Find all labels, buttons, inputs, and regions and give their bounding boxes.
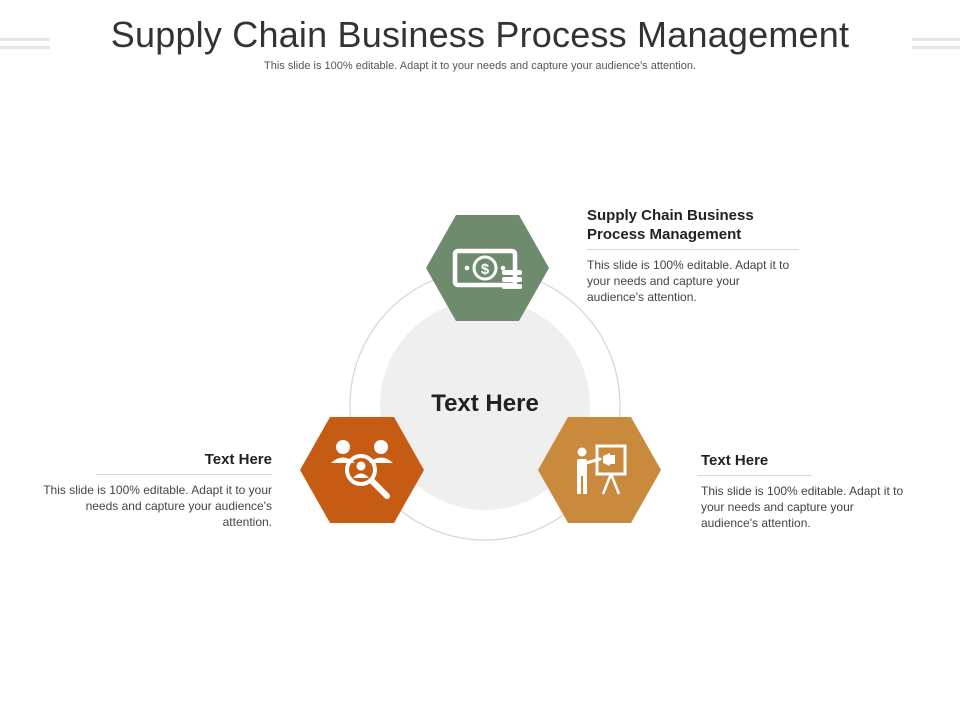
hexagon-top-shape — [426, 215, 549, 321]
center-circle — [380, 300, 590, 510]
text-block-left-body: This slide is 100% editable. Adapt it to… — [43, 483, 272, 529]
center-label: Text Here — [431, 390, 539, 417]
text-block-right-divider — [697, 475, 812, 476]
decorative-lines-left — [0, 38, 50, 54]
text-block-left-divider — [96, 474, 272, 475]
slide-subtitle: This slide is 100% editable. Adapt it to… — [264, 60, 696, 72]
svg-text:$: $ — [481, 261, 490, 278]
hexagon-right[interactable] — [538, 417, 661, 523]
text-block-right: Text Here This slide is 100% editable. A… — [697, 451, 913, 531]
text-block-top-title: Supply Chain Business Process Management — [587, 207, 754, 243]
people-search-icon — [331, 440, 393, 499]
money-icon: $ — [452, 248, 522, 289]
text-block-right-body: This slide is 100% editable. Adapt it to… — [701, 484, 904, 530]
decorative-lines-right — [912, 38, 960, 54]
slide-title: Supply Chain Business Process Management — [110, 14, 850, 55]
presentation-icon — [577, 444, 627, 495]
hexagon-right-shape — [538, 417, 661, 523]
text-block-left-title: Text Here — [204, 451, 272, 468]
text-block-left: Text Here This slide is 100% editable. A… — [38, 450, 272, 530]
text-block-top: Supply Chain Business Process Management… — [587, 206, 799, 305]
hexagon-left[interactable] — [300, 417, 424, 523]
text-block-top-body: This slide is 100% editable. Adapt it to… — [587, 258, 790, 304]
hexagon-top[interactable]: $ — [426, 215, 549, 321]
text-block-right-title: Text Here — [701, 452, 769, 469]
text-block-top-divider — [587, 249, 799, 250]
